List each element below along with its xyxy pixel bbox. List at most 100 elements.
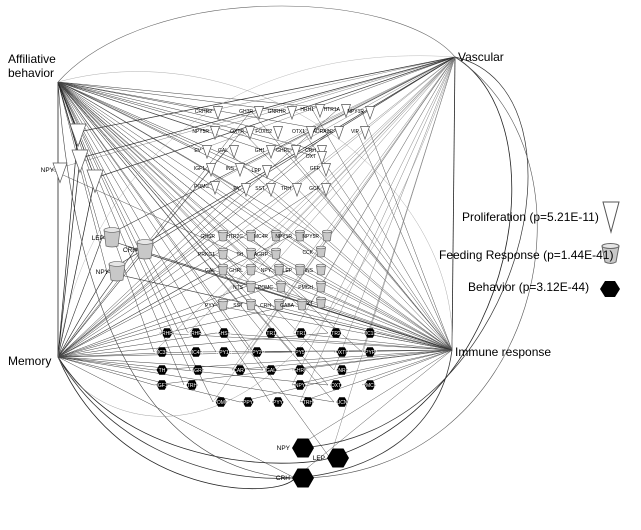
behavior-node-label: AGRP [191,368,206,374]
behavior-node-label: GAL [266,368,276,374]
proliferation-node-label: SST [255,186,265,192]
behavior-node-label: POMC [214,400,229,406]
feeding-node-label: PMCH [298,285,313,291]
behavior-node-label: MC4R [189,350,204,356]
proliferation-node-label: GNRHR [268,109,287,115]
hub-immune-response: Immune response [455,345,552,359]
behavior-node-label: OXTR [335,350,349,356]
proliferation-node-label: TRH [281,186,292,192]
proliferation-node-label: GH1 [255,148,266,154]
hub-vascular: Vascular [458,50,504,64]
behavior-node-label: UCN [337,400,348,406]
proliferation-node-label: GHRL [276,148,290,154]
proliferation-node-label: GFP [310,166,321,172]
proliferation-node-label: CRHR2 [195,109,212,115]
behavior-node-label: CRHR1 [158,331,175,337]
feeding-node-label: HTR2C [226,234,243,240]
behavior-node-label: IGF1 [156,383,167,389]
proliferation-node-label: POMC [194,184,209,190]
behavior-node-label: TRH [187,383,198,389]
network-edges [51,5,538,489]
feeding-node-label: NTS [233,285,244,291]
proliferation-node-label: NPY [41,167,55,174]
feeding-node-label: NPY [261,268,272,274]
proliferation-node-label: VIP [351,129,360,135]
feeding-node-label: OXT [303,301,313,307]
behavior-node-label: GHSR [217,331,232,337]
behavior-node-label: PPY [243,400,254,406]
proliferation-node-label: FOXC2 [255,129,272,135]
feeding-node-label: GABA [280,303,295,309]
feeding-node-label: AGRP [254,252,269,258]
proliferation-node-label: CRH [305,148,316,154]
legend-feeding-response: Feeding Response (p=1.44E-41) [439,248,614,262]
behavior-node-label: HTR1A [263,331,280,337]
behavior-node-label: CRH [276,475,290,482]
feeding-node-label: CCK [302,250,313,256]
legend-proliferation: Proliferation (p=5.21E-11) [462,210,599,224]
proliferation-node-label: OXT [306,154,316,160]
proliferation-node-label: OTX1 [292,129,305,135]
proliferation-node-label: GAL [218,148,228,154]
proliferation-node-label: NPY1R [347,109,364,115]
feeding-node-label: LEP [283,268,293,274]
proliferation-node-label: GCK [309,186,321,192]
behavior-node-label: CRHR2 [187,331,204,337]
proliferation-node-label: OXTR [230,129,244,135]
legend-hexagon-icon [600,281,620,297]
feeding-node-label: MC4R [254,234,269,240]
behavior-node-label: OXT [331,383,341,389]
legend-icons [600,201,620,297]
behavior-node-label: NPY1R [216,350,233,356]
feeding-node-label: CRH [260,303,271,309]
behavior-node-label: PYY [273,400,284,406]
feeding-node-label: GHRL [229,268,243,274]
hub-memory: Memory [8,354,52,368]
behavior-node-label: CART [233,368,247,374]
proliferation-node-label: IGF1 [194,166,205,172]
proliferation-node-label: HTR1A [324,107,341,113]
proliferation-node-label: INS [226,166,235,172]
hub-affiliative-behavior: Affiliative behavior [8,52,56,80]
feeding-node-label: NPY5R [302,234,319,240]
behavior-node-label: GHRL [293,368,307,374]
behavior-node-label: MC1R [363,331,378,337]
feeding-node-label: PYY [205,303,216,309]
feeding-node-label: CRH [123,247,137,254]
feeding-node-label: LEP [92,235,104,242]
behavior-node-label: HTR1B [293,331,310,337]
behavior-node-label: NPY2R [249,350,266,356]
behavior-node-label: TH [159,368,166,374]
behavior-node-label: MC3R [155,350,170,356]
proliferation-node-label: PY [233,186,240,192]
feeding-node-label: INS [305,268,314,274]
behavior-node-label: HTR2C [328,331,345,337]
feeding-node-label: TH [236,252,243,258]
behavior-node-label: NPY [295,383,306,389]
proliferation-node-label: ADRA2C [313,129,334,135]
feeding-node-label: NPY1R [275,234,292,240]
behavior-node-label: PMCH [363,383,378,389]
feeding-node-label: GHSR [201,234,216,240]
behavior-node-label: TRH [303,400,314,406]
legend-triangle-icon [602,201,620,234]
proliferation-node-label: NPY5R [192,129,209,135]
behavior-node-label: PPYR1 [362,350,379,356]
proliferation-node-label: GH3R [239,109,253,115]
proliferation-node-label: HRH1 [300,107,314,113]
proliferation-node-label: LEP [252,168,262,174]
feeding-node-label: SST [233,303,243,309]
behavior-node-label: SNRP [335,368,350,374]
behavior-node-label: NPY5R [292,350,309,356]
feeding-node-label: GAL [205,268,215,274]
behavior-node-label: LEP [313,455,325,462]
feeding-node-label: PRKG1 [198,252,215,258]
proliferation-node-label: EV [194,148,201,154]
feeding-node-label: POMC [258,285,273,291]
legend-behavior: Behavior (p=3.12E-44) [468,280,590,294]
feeding-node-label: NPY [96,269,110,276]
legend-cup-icon [601,245,620,264]
behavior-node-label: NPY [277,445,291,452]
